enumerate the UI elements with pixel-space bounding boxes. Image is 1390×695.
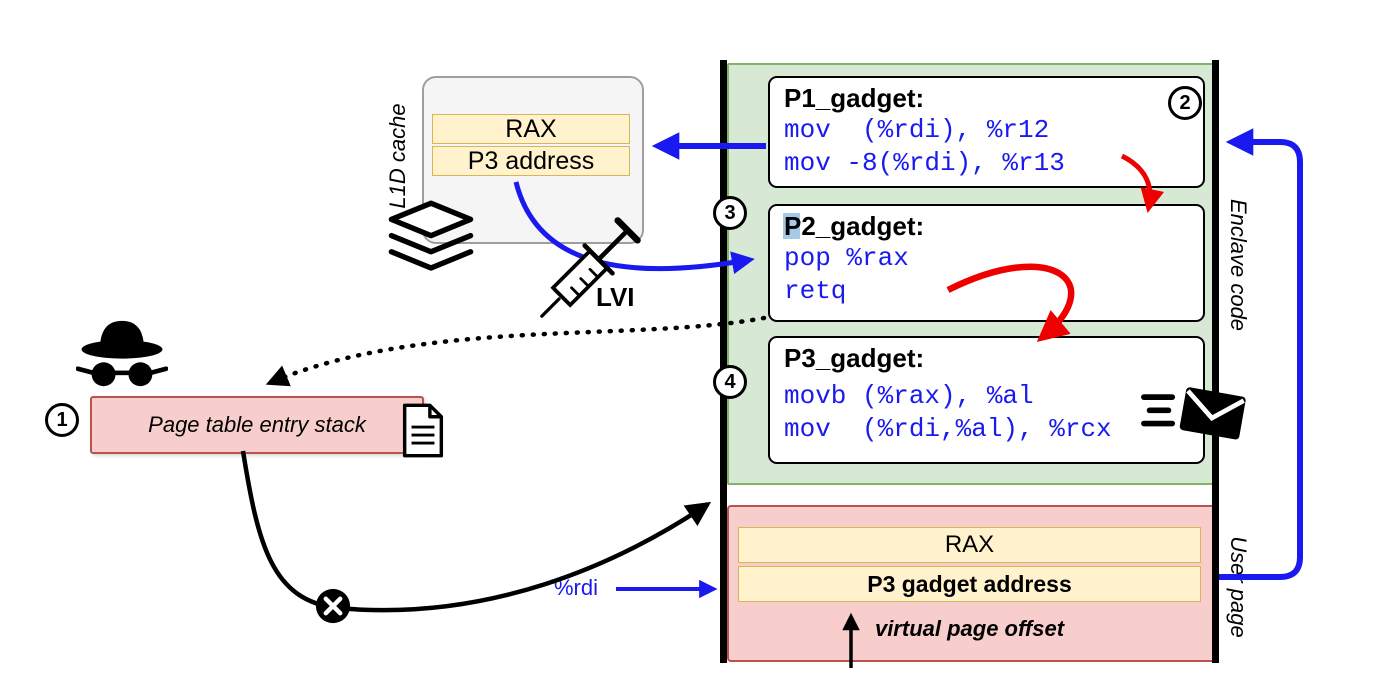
- step-1-badge: 1: [45, 403, 79, 437]
- enclave-wall-left: [720, 60, 727, 663]
- step-4-badge: 4: [713, 365, 747, 399]
- gadget-box-p1: P1_gadget: mov (%rdi), %r12 mov -8(%rdi)…: [768, 76, 1205, 188]
- gadget-title: P2_gadget:: [784, 211, 925, 241]
- selection-highlight-artifact: [783, 213, 800, 239]
- cache-row-rax: RAX: [432, 114, 630, 144]
- hacker-icon: [76, 320, 168, 387]
- x-circle-icon: [315, 588, 351, 624]
- send-envelope-icon: [1141, 387, 1246, 440]
- cache-row-p3-address: P3 address: [432, 146, 630, 176]
- virtual-page-offset-label: virtual page offset: [874, 616, 1065, 641]
- gadget-code-line: mov (%rdi,%al), %rcx: [784, 414, 1112, 444]
- lvi-label: LVI: [596, 282, 635, 312]
- pte-label: Page table entry stack: [148, 412, 366, 437]
- step-2-badge: 2: [1168, 86, 1202, 120]
- enclave-wall-right: [1212, 60, 1219, 663]
- gadget-code-line: mov -8(%rdi), %r13: [784, 148, 1065, 178]
- document-icon: [402, 403, 444, 458]
- user-page-label: User page: [1226, 536, 1251, 638]
- user-row-rax: RAX: [738, 527, 1201, 563]
- layers-icon: [388, 200, 474, 271]
- page-table-entry-box: Page table entry stack: [90, 396, 424, 454]
- gadget-title: P3_gadget:: [784, 343, 925, 373]
- enclave-code-label: Enclave code: [1226, 198, 1251, 332]
- arrow-page-walk: [240, 450, 712, 613]
- gadget-code-line: movb (%rax), %al: [784, 381, 1034, 411]
- gadget-code-line: retq: [784, 276, 847, 306]
- gadget-box-p2: P2_gadget: pop %rax retq: [768, 204, 1205, 322]
- arrow-fault-dotted: [265, 315, 767, 387]
- gadget-code-line: pop %rax: [784, 243, 909, 273]
- gadget-title: P1_gadget:: [784, 83, 925, 113]
- step-3-badge: 3: [713, 196, 747, 230]
- rdi-label: %rdi: [554, 575, 599, 600]
- gadget-code-line: mov (%rdi), %r12: [784, 115, 1050, 145]
- user-row-p3-gadget-address: P3 gadget address: [738, 566, 1201, 602]
